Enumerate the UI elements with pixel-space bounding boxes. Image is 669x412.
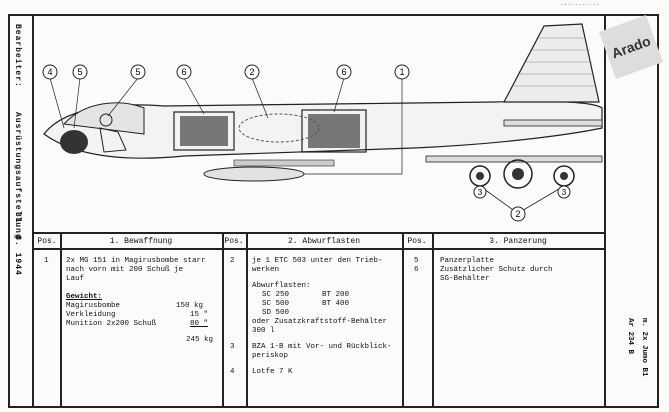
lotfe-line: Lotfe 7 K [252, 368, 293, 376]
front-view-wing [425, 155, 603, 163]
svg-text:4: 4 [47, 67, 52, 77]
bza-line-2: periskop [252, 352, 289, 360]
callout-6-front: 6 [176, 64, 192, 80]
header-pos-3: Pos. [402, 232, 432, 250]
ausrustung-label: Ausrüstungsaufstellung [13, 112, 22, 240]
weight-value: 150 kg [176, 302, 204, 310]
pos-4-number: 4 [230, 368, 235, 376]
schutz-line-1: Zusätzlicher Schutz durch [440, 266, 553, 274]
svg-text:3: 3 [562, 188, 567, 197]
svg-text:5: 5 [77, 67, 82, 77]
tank-rear [301, 109, 367, 153]
gewicht-heading: Gewicht: [66, 293, 103, 301]
tank-front [173, 111, 235, 151]
callout-1: 1 [394, 64, 410, 80]
pos-5-number: 5 [414, 257, 419, 265]
bomb-bt200: BT 200 [322, 291, 350, 299]
col-divider [60, 232, 62, 408]
pos-3-number: 3 [230, 343, 235, 351]
svg-text:2: 2 [515, 209, 520, 219]
tail-fin [503, 23, 600, 103]
callout-2: 2 [244, 64, 260, 80]
callout-5-pilot: 5 [130, 64, 146, 80]
callout-2-bottom: 2 [510, 206, 526, 222]
bewaffnung-line-3: Lauf [66, 275, 85, 283]
date-label: 31. 8. 1944 [13, 212, 22, 276]
callout-6-rear: 6 [336, 64, 352, 80]
aircraft-type-label: Ar 234 B [626, 318, 634, 355]
weight-total: 245 kg [186, 336, 214, 344]
cockpit-canopy [62, 102, 145, 135]
weight-value: 15 " [190, 311, 209, 319]
left-title-strip [8, 14, 34, 408]
weight-label: Munition 2x200 Schuß [66, 320, 157, 328]
pilot-head [99, 113, 113, 127]
svg-text:3: 3 [478, 188, 483, 197]
bearbeiter-label: Bearbeiter: [13, 24, 22, 88]
col-divider [246, 232, 248, 408]
svg-text:6: 6 [341, 67, 346, 77]
schutz-line-2: SG-Behälter [440, 275, 490, 283]
col-divider [432, 232, 434, 408]
aircraft-drawing [43, 23, 603, 213]
svg-text:6: 6 [181, 67, 186, 77]
callout-3-left: 3 [473, 185, 487, 199]
bomb-sd500: SD 500 [262, 309, 290, 317]
engine-label: m. 2x Jumo B1 [640, 318, 648, 377]
bewaffnung-line-1: 2x MG 151 in Magirusbombe starr [66, 257, 206, 265]
weight-label: Verkleidung [66, 311, 116, 319]
weight-value: 80 " [190, 320, 209, 328]
col-divider [222, 232, 224, 408]
header-panzerung: 3. Panzerung [432, 232, 604, 250]
svg-text:2: 2 [249, 67, 254, 77]
nose-gun-pod [60, 130, 88, 154]
engine-center [503, 159, 533, 189]
pos-2-number: 2 [230, 257, 235, 265]
pos-6-number: 6 [414, 266, 419, 274]
callout-layer: 4 5 5 6 2 6 1 3 3 2 [42, 64, 571, 222]
bomb-sc250: SC 250 [262, 291, 290, 299]
panzerplatte-line: Panzerplatte [440, 257, 495, 265]
zusatz-line-1: oder Zusatzkraftstoff-Behälter [252, 318, 388, 326]
right-title-strip [604, 14, 659, 408]
callout-5-nose: 5 [72, 64, 88, 80]
pos-1-number: 1 [44, 257, 49, 265]
bewaffnung-line-2: nach vorn mit 200 Schuß je [66, 266, 184, 274]
callout-3-right: 3 [557, 185, 571, 199]
svg-text:1: 1 [399, 67, 404, 77]
drawing-sheet-border [8, 14, 659, 408]
abwurflasten-label: Abwurflasten: [252, 282, 311, 290]
svg-text:5: 5 [135, 67, 140, 77]
bomb-sc500: SC 500 [262, 300, 290, 308]
col-divider [402, 232, 404, 408]
etc-line-2: werken [252, 266, 280, 274]
top-note: ........... [560, 0, 600, 7]
header-pos-1: Pos. [34, 232, 60, 250]
etc-line-1: je 1 ETC 503 unter den Trieb- [252, 257, 383, 265]
weight-label: Magirusbombe [66, 302, 121, 310]
bomb-bt400: BT 400 [322, 300, 350, 308]
header-abwurflasten: 2. Abwurflasten [246, 232, 402, 250]
header-pos-2: Pos. [222, 232, 246, 250]
zusatz-line-2: 300 l [252, 327, 275, 335]
bza-line-1: BZA 1-B mit Vor- und Rückblick- [252, 343, 392, 351]
callout-4: 4 [42, 64, 58, 80]
header-bewaffnung: 1. Bewaffnung [60, 232, 222, 250]
